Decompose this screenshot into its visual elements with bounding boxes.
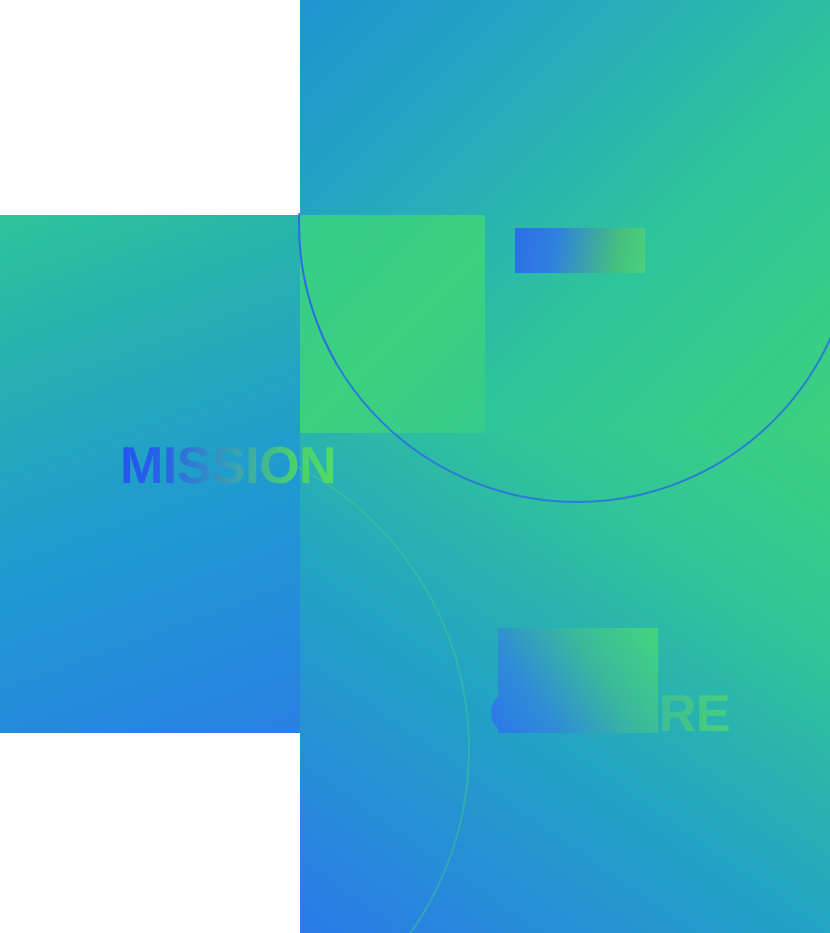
- green-square-panel: [300, 215, 485, 433]
- mission-headline: MISSION: [120, 437, 337, 495]
- bottom-gradient-block: [498, 628, 658, 733]
- top-gradient-block: [515, 228, 645, 273]
